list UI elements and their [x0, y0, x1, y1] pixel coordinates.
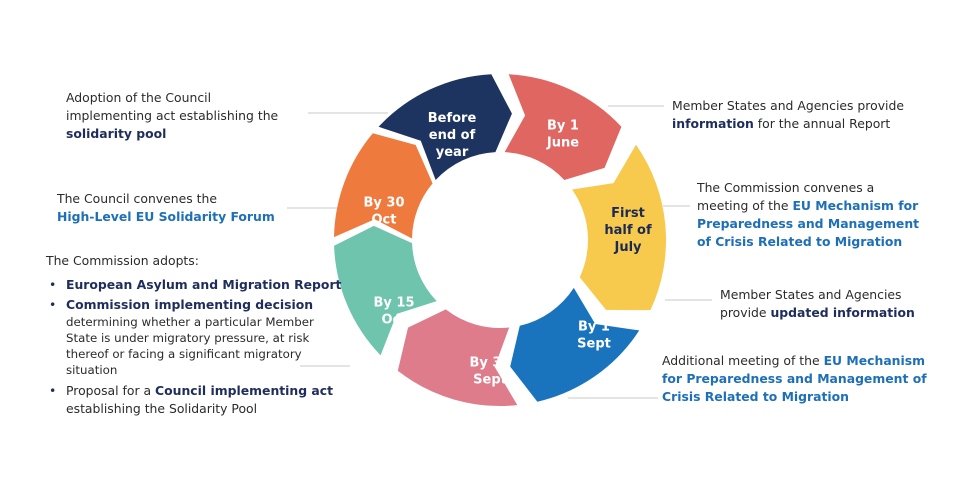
note-text: for the annual Report — [753, 116, 891, 131]
segment-by-1-sept — [510, 287, 640, 402]
segment-label: half of — [604, 223, 652, 238]
note-highlight: information — [672, 116, 754, 131]
note-text: determining whether a particular Member … — [66, 315, 314, 377]
segment-label: end of — [429, 128, 476, 143]
note-text: Proposal for a — [66, 383, 156, 398]
segment-label: July — [613, 240, 642, 255]
segment-label: Sept — [577, 337, 611, 352]
segment-by-30-sept — [397, 309, 518, 406]
note-by-30-sept: Additional meeting of the EU Mechanism f… — [662, 352, 928, 406]
note-highlight: solidarity pool — [66, 126, 167, 141]
note-text: meeting of the — [697, 198, 793, 213]
segment-label: year — [436, 145, 469, 160]
segment-label: Sept — [473, 373, 507, 388]
segment-label: Before — [428, 111, 477, 126]
note-highlight: Commission implementing decision — [66, 297, 314, 312]
note-text: Member States and Agencies provide — [672, 98, 904, 113]
segment-label: June — [546, 136, 579, 151]
note-text: Adoption of the Council — [66, 90, 212, 105]
segment-label: By 1 — [578, 320, 610, 335]
segment-by-1-june — [504, 74, 622, 180]
segment-label: By 30 — [470, 356, 511, 371]
segment-before-end-of-year — [378, 74, 512, 180]
note-text: implementing act establishing the — [66, 108, 279, 123]
segment-first-half-july — [572, 144, 666, 311]
note-highlight: updated information — [770, 305, 915, 320]
note-highlight: Council implementing act — [155, 383, 334, 398]
segment-label: First — [611, 206, 645, 221]
note-intro: The Commission adopts: — [46, 253, 199, 268]
note-highlight: High-Level EU Solidarity Forum — [57, 209, 275, 224]
segment-label: Oct — [382, 313, 407, 328]
note-before-end-of-year: Adoption of the Council implementing act… — [66, 89, 306, 143]
adoption-list: European Asylum and Migration Report Com… — [46, 276, 346, 418]
segment-label: Oct — [372, 213, 397, 228]
segment-by-30-oct — [334, 133, 433, 239]
note-text: Additional meeting of the — [662, 353, 824, 368]
segment-by-15-oct — [334, 225, 437, 356]
list-item: Proposal for a Council implementing act … — [46, 382, 346, 418]
list-item: European Asylum and Migration Report — [46, 276, 346, 294]
note-text: The Council convenes the — [57, 191, 217, 206]
note-first-half-july: The Commission convenes a meeting of the… — [697, 179, 937, 251]
list-item: Commission implementing decision determi… — [46, 296, 346, 378]
segment-label: By 30 — [364, 196, 405, 211]
note-by-1-sept: Member States and Agencies provide updat… — [720, 286, 940, 322]
segment-label: By 1 — [547, 119, 579, 134]
note-highlight: EU Mechanism for Preparedness and Manage… — [697, 198, 920, 249]
segment-label: By 15 — [374, 296, 415, 311]
note-text: Member States and Agencies — [720, 287, 902, 302]
note-by-30-oct: The Council convenes the High-Level EU S… — [57, 190, 297, 226]
note-by-1-june: Member States and Agencies provide infor… — [672, 97, 942, 133]
note-text: The Commission convenes a — [697, 180, 875, 195]
note-text: establishing the Solidarity Pool — [66, 401, 258, 416]
note-by-15-oct: The Commission adopts: European Asylum a… — [46, 252, 346, 418]
note-highlight: EU Mechanism for Preparedness and Manage… — [662, 353, 927, 404]
note-highlight: European Asylum and Migration Report — [66, 277, 342, 292]
note-text: provide — [720, 305, 771, 320]
